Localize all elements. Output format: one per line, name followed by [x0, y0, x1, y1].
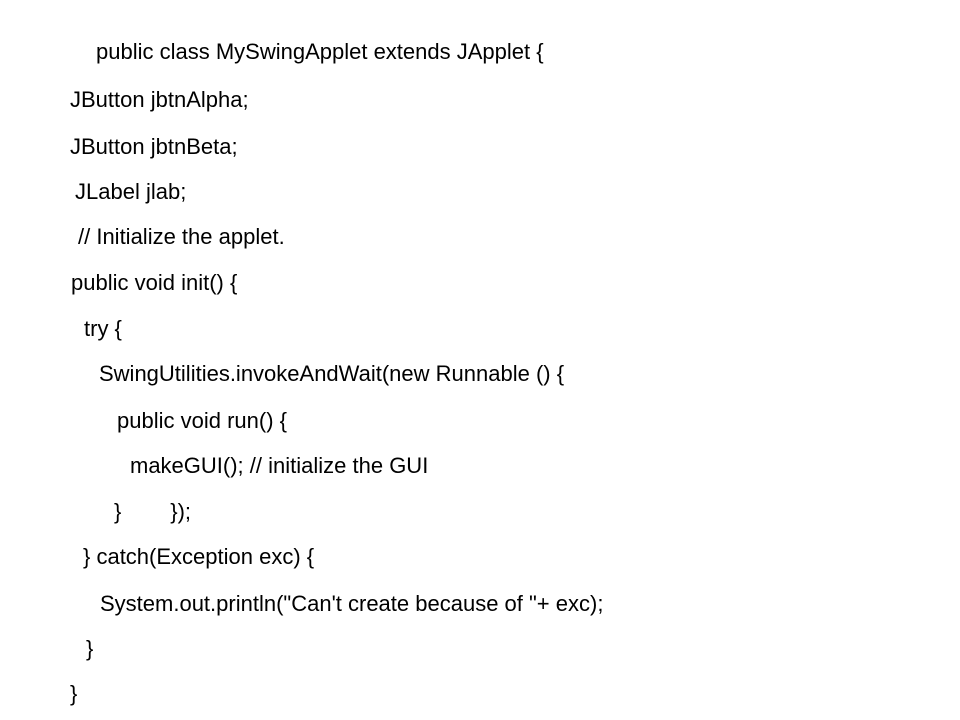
code-line-comment: // Initialize the applet. [78, 224, 285, 249]
code-line-close-runnable: } }); [114, 499, 192, 524]
code-line-try: try { [84, 316, 122, 341]
code-line-println: System.out.println("Can't create because… [100, 591, 604, 616]
code-line-close-init: } [70, 681, 78, 706]
code-line-field-label: JLabel jlab; [75, 179, 187, 204]
code-line-make-gui: makeGUI(); // initialize the GUI [130, 453, 429, 478]
code-line-init-method: public void init() { [71, 270, 238, 295]
code-line-close-catch: } [86, 636, 94, 661]
code-line-run-method: public void run() { [117, 408, 287, 433]
code-line-field-beta: JButton jbtnBeta; [70, 134, 238, 159]
code-line-catch: } catch(Exception exc) { [83, 544, 315, 569]
code-line-invoke-and-wait: SwingUtilities.invokeAndWait(new Runnabl… [99, 361, 565, 386]
code-line-class-declaration: public class MySwingApplet extends JAppl… [96, 39, 544, 64]
code-line-field-alpha: JButton jbtnAlpha; [70, 87, 249, 112]
